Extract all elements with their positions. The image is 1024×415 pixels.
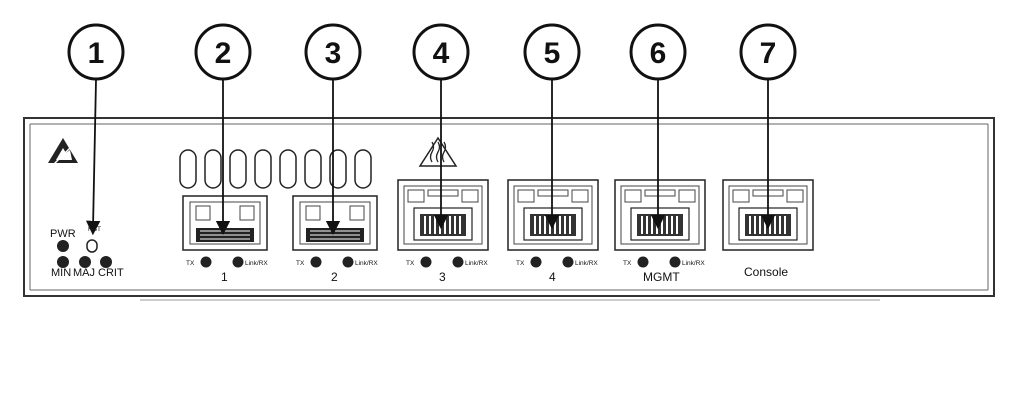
- rj45-port-3[interactable]: [397, 179, 489, 251]
- callout-6: 6: [629, 23, 687, 81]
- min-led: [57, 256, 69, 268]
- callout-5: 5: [523, 23, 581, 81]
- sfp-port-1-leds: TX Link/RX 1: [186, 256, 268, 284]
- link-rx-label: Link/RX: [575, 260, 598, 267]
- crit-label: CRIT: [98, 267, 124, 279]
- hot-surface-warning-icon: [418, 136, 458, 167]
- port-1-label: 1: [221, 270, 228, 284]
- mgmt-port-label: MGMT: [643, 270, 680, 284]
- crit-led: [100, 256, 112, 268]
- callout-leaders: [85, 79, 776, 236]
- link-rx-label: Link/RX: [245, 260, 268, 267]
- link-rx-label: Link/RX: [682, 260, 705, 267]
- pwr-label: PWR: [50, 228, 76, 240]
- tx-label: TX: [406, 260, 415, 267]
- port-3-label: 3: [439, 270, 446, 284]
- callout-number: 3: [325, 37, 342, 70]
- link-rx-label: Link/RX: [355, 260, 378, 267]
- port-2-label: 2: [331, 270, 338, 284]
- callout-3: 3: [304, 23, 362, 81]
- callout-1: 1: [67, 23, 125, 81]
- maj-label: MAJ: [73, 267, 95, 279]
- tx-label: TX: [516, 260, 525, 267]
- rj45-port-4[interactable]: [507, 179, 599, 251]
- pwr-led: [57, 240, 69, 252]
- callout-number: 2: [215, 37, 232, 70]
- vent-slots: [179, 149, 372, 189]
- callout-4: 4: [412, 23, 470, 81]
- tx-label: TX: [186, 260, 195, 267]
- tx-label: TX: [623, 260, 632, 267]
- console-port-label: Console: [744, 265, 788, 279]
- port-4-label: 4: [549, 270, 556, 284]
- status-led-panel: PWR RST MIN MAJ CRIT: [50, 226, 124, 279]
- sfp-port-2[interactable]: [292, 195, 378, 251]
- rj45-port-mgmt[interactable]: [614, 179, 706, 251]
- callout-7: 7: [739, 23, 797, 81]
- callout-number: 5: [544, 37, 561, 70]
- rj45-port-3-leds: TX Link/RX 3: [406, 256, 488, 284]
- maj-led: [79, 256, 91, 268]
- callout-2: 2: [194, 23, 252, 81]
- tx-label: TX: [296, 260, 305, 267]
- min-label: MIN: [51, 267, 71, 279]
- link-rx-label: Link/RX: [465, 260, 488, 267]
- sfp-port-1[interactable]: [182, 195, 268, 251]
- callout-number: 1: [88, 37, 105, 70]
- rj45-port-mgmt-leds: TX Link/RX MGMT: [623, 256, 705, 284]
- rj45-port-4-leds: TX Link/RX 4: [516, 256, 598, 284]
- callout-number: 7: [760, 37, 777, 70]
- callout-number: 4: [433, 37, 450, 70]
- callout-number: 6: [650, 37, 667, 70]
- rst-label: RST: [88, 226, 101, 233]
- esd-warning-icon: [48, 138, 78, 167]
- reset-button[interactable]: [86, 239, 98, 253]
- sfp-port-2-leds: TX Link/RX 2: [296, 256, 378, 284]
